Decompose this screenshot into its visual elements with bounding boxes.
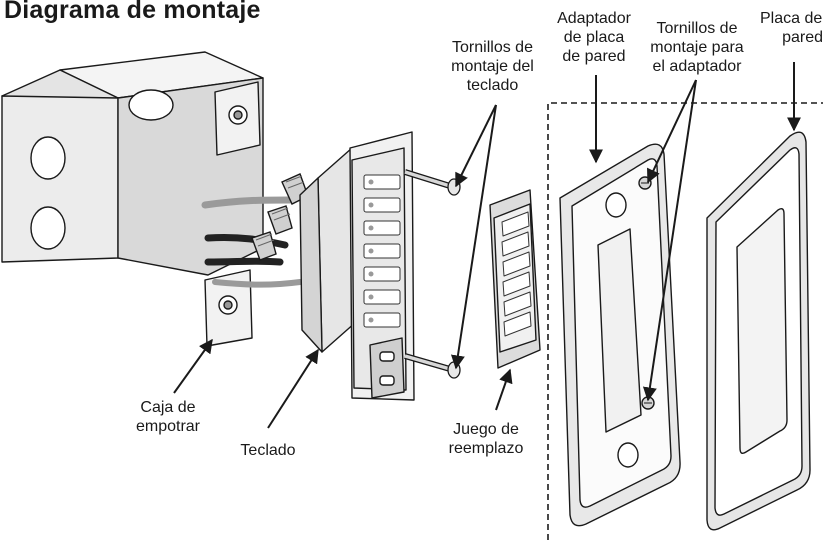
- arrow-tornillos-adaptador-top: [647, 79, 697, 184]
- diagram-title: Diagrama de montaje: [4, 0, 261, 24]
- wallplate-adapter: [559, 143, 681, 527]
- label-adaptador-placa: Adaptador de placa de pared: [557, 10, 631, 65]
- arrow-juego: [495, 368, 513, 411]
- label-tornillos-teclado: Tornillos de montaje del teclado: [451, 39, 534, 94]
- wires: [201, 196, 303, 288]
- label-tornillos-adaptador: Tornillos de montaje para el adaptador: [650, 20, 744, 75]
- wall-box: [1, 51, 264, 347]
- wallplate: [706, 131, 811, 531]
- arrow-tornillos-teclado-bottom: [450, 104, 497, 370]
- replacement-kit: [489, 189, 541, 369]
- arrow-teclado: [267, 348, 319, 429]
- keypad: [299, 131, 415, 401]
- label-placa-de-pared: Placa de pared: [760, 10, 823, 46]
- arrow-tornillos-adaptador-bottom: [642, 79, 697, 402]
- keypad-screws: [404, 169, 461, 379]
- dashed-boundary: [547, 102, 823, 540]
- label-juego-de-reemplazo: Juego de reemplazo: [448, 421, 524, 457]
- callout-arrows: [173, 62, 801, 429]
- label-teclado: Teclado: [240, 442, 296, 459]
- arrow-tornillos-teclado-top: [455, 104, 497, 188]
- label-caja-de-empotrar: Caja de empotrar: [135, 399, 201, 435]
- arrow-caja: [173, 338, 213, 394]
